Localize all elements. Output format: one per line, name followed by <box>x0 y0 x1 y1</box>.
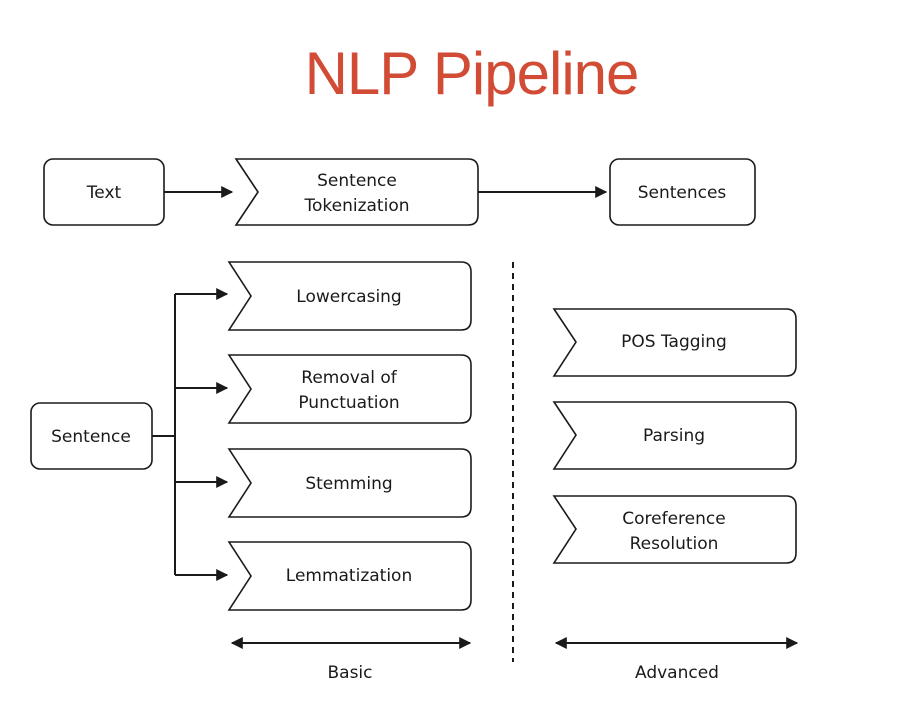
sentence-input-label: Sentence <box>51 427 131 447</box>
removal-of-punctuation-node: Removal of Punctuation <box>227 354 472 424</box>
parsing-node: Parsing <box>552 401 797 470</box>
coreference-resolution-label-line1: Coreference <box>622 509 725 529</box>
lemmatization-label: Lemmatization <box>286 566 412 586</box>
sentence-input-node: Sentence <box>30 402 153 470</box>
lowercasing-label: Lowercasing <box>296 287 401 307</box>
diagram-title: NLP Pipeline <box>304 40 640 107</box>
sentences-output-label: Sentences <box>638 183 727 203</box>
sentences-output-node: Sentences <box>609 158 756 226</box>
lowercasing-node: Lowercasing <box>227 261 472 331</box>
removal-of-punctuation-label-line2: Punctuation <box>298 393 399 413</box>
sentence-tokenization-label-line2: Tokenization <box>304 196 410 216</box>
coreference-resolution-node: Coreference Resolution <box>552 495 797 564</box>
pos-tagging-label: POS Tagging <box>621 332 727 352</box>
coreference-resolution-label-line2: Resolution <box>630 534 719 554</box>
removal-of-punctuation-label-line1: Removal of <box>301 368 397 388</box>
parsing-label: Parsing <box>643 426 705 446</box>
lemmatization-node: Lemmatization <box>227 541 472 611</box>
advanced-label: Advanced <box>635 663 719 683</box>
stemming-label: Stemming <box>305 474 392 494</box>
text-input-node: Text <box>43 158 165 226</box>
text-input-label: Text <box>86 183 122 203</box>
stemming-node: Stemming <box>227 448 472 518</box>
pos-tagging-node: POS Tagging <box>552 308 797 377</box>
sentence-tokenization-label-line1: Sentence <box>317 171 397 191</box>
basic-label: Basic <box>327 663 372 683</box>
sentence-tokenization-node: Sentence Tokenization <box>234 158 479 226</box>
